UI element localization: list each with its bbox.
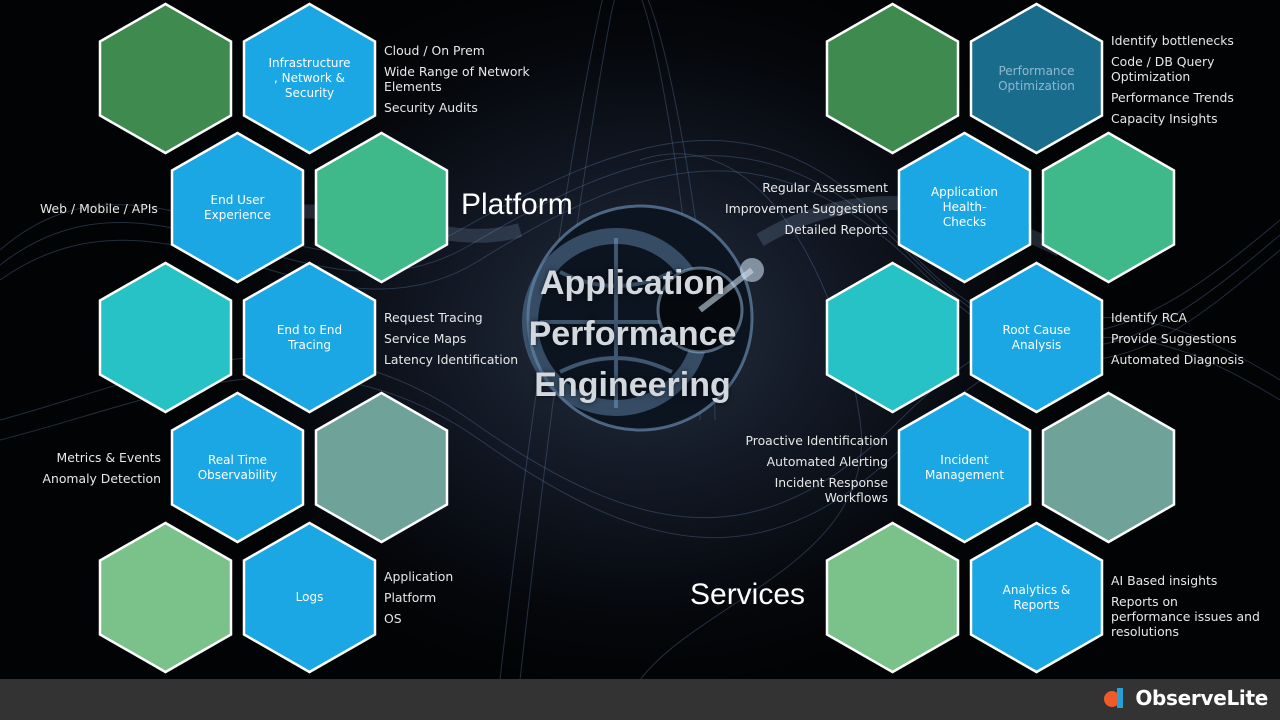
decor-hex <box>98 521 233 674</box>
detail-item: Capacity Insights <box>1111 111 1218 126</box>
detail-item: Provide Suggestions <box>1111 331 1237 346</box>
hex-analytics-label: Analytics &Reports <box>1002 582 1071 612</box>
decor-hex <box>825 261 960 414</box>
infrastructure-details: Cloud / On Prem Wide Range of Network El… <box>384 43 534 121</box>
detail-item: Cloud / On Prem <box>384 43 485 58</box>
observelite-logo[interactable]: ObserveLite <box>1103 686 1268 710</box>
performance-details: Identify bottlenecks Code / DB Query Opt… <box>1111 33 1251 132</box>
detail-item: Automated Diagnosis <box>1111 352 1244 367</box>
detail-item: Wide Range of Network Elements <box>384 64 530 94</box>
hex-logs-label: Logs <box>295 590 324 604</box>
detail-item: Improvement Suggestions <box>724 201 888 216</box>
logo-text: ObserveLite <box>1135 686 1268 710</box>
detail-item: Latency Identification <box>384 352 519 367</box>
detail-item: Application <box>384 569 454 584</box>
decor-hex <box>1041 131 1176 284</box>
detail-item: Identify RCA <box>1111 310 1187 325</box>
background-waves <box>0 0 1280 680</box>
center-title-line-3: Engineering <box>534 366 731 404</box>
globe-icon <box>522 204 764 432</box>
center-title: Application Performance Engineering <box>500 258 765 411</box>
detail-item: Proactive Identification <box>745 433 889 448</box>
decor-hex <box>314 391 449 544</box>
hex-logs[interactable]: Logs <box>242 521 377 674</box>
incident-details: Proactive Identification Automated Alert… <box>738 433 889 511</box>
logo-mark-icon <box>1103 686 1129 710</box>
decor-hex <box>314 131 449 284</box>
detail-item: OS <box>384 611 402 626</box>
hex-infrastructure-label: Infrastructure, Network &Security <box>268 56 351 100</box>
detail-item: Security Audits <box>384 100 478 115</box>
center-title-line-1: Application <box>539 264 726 302</box>
detail-item: Metrics & Events <box>56 450 161 465</box>
detail-item: Incident Response Workflows <box>774 475 888 505</box>
hex-analytics-reports[interactable]: Analytics &Reports <box>969 521 1104 674</box>
detail-item: Identify bottlenecks <box>1111 33 1234 48</box>
footer-bar: ObserveLite <box>0 679 1280 720</box>
detail-item: Detailed Reports <box>784 222 888 237</box>
detail-item: Performance Trends <box>1111 90 1234 105</box>
tracing-details: Request Tracing Service Maps Latency Ide… <box>384 310 518 373</box>
detail-item: Automated Alerting <box>766 454 888 469</box>
hex-infrastructure[interactable]: Infrastructure, Network &Security <box>242 2 377 155</box>
health-details: Regular Assessment Improvement Suggestio… <box>725 180 888 243</box>
detail-item: Platform <box>384 590 437 605</box>
detail-item: Regular Assessment <box>762 180 888 195</box>
analytics-details: AI Based insights Reports on performance… <box>1111 573 1261 645</box>
detail-item: Reports on performance issues and resolu… <box>1111 594 1260 639</box>
detail-item: Web / Mobile / APIs <box>40 201 158 216</box>
center-title-line-2: Performance <box>528 315 737 353</box>
services-label: Services <box>690 578 806 611</box>
decor-hex <box>98 2 233 155</box>
detail-item: Anomaly Detection <box>42 471 161 486</box>
detail-item: AI Based insights <box>1111 573 1218 588</box>
detail-item: Request Tracing <box>384 310 483 325</box>
decor-hex <box>825 2 960 155</box>
decor-hex <box>1041 391 1176 544</box>
platform-label: Platform <box>461 188 573 221</box>
detail-item: Service Maps <box>384 331 467 346</box>
detail-item: Code / DB Query Optimization <box>1111 54 1215 84</box>
end-user-details: Web / Mobile / APIs <box>40 201 158 222</box>
logs-details: Application Platform OS <box>384 569 453 632</box>
observability-details: Metrics & Events Anomaly Detection <box>43 450 161 492</box>
rca-details: Identify RCA Provide Suggestions Automat… <box>1111 310 1244 373</box>
decor-hex <box>98 261 233 414</box>
decor-hex <box>825 521 960 674</box>
